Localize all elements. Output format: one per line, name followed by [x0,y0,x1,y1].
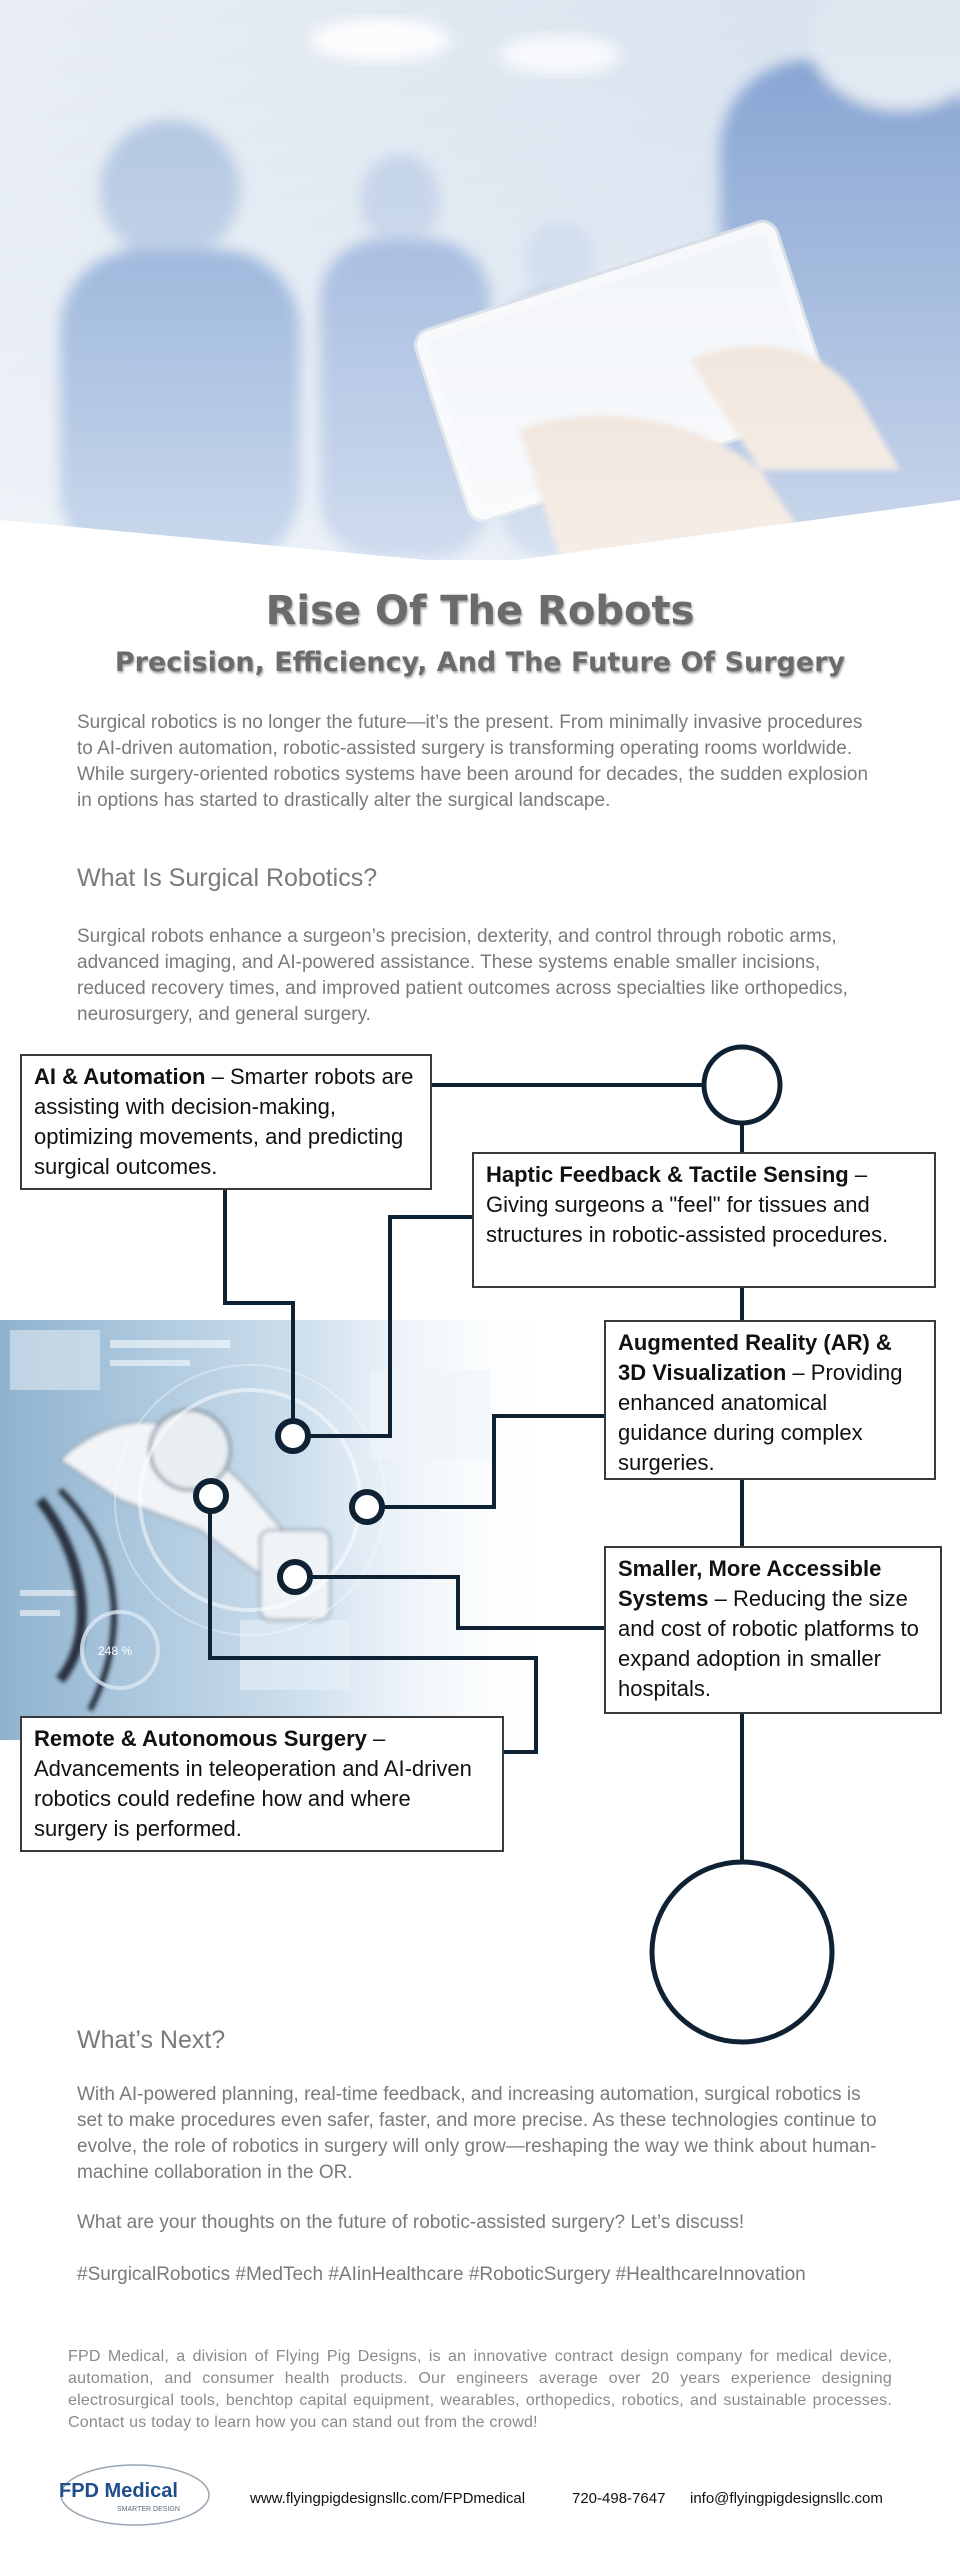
box-text: – Giving surgeons a "feel" for tissues a… [486,1162,889,1247]
bottom-circle [649,1859,835,2045]
robot-image [0,1320,560,1740]
box-title: Smaller, More Accessible Systems [618,1556,882,1611]
logo-text: FPD Medical [59,2480,178,2502]
whats-next-heading: What’s Next? [77,2026,226,2054]
box-title: Remote & Autonomous Surgery [34,1726,367,1751]
logo-tagline: SMARTER DESIGN [117,2506,180,2513]
gauge-label: 248 % [98,1644,132,1658]
hero-photo [0,0,960,560]
infographic-diagram: 248 % [0,1044,835,2045]
whats-next-paragraph: With AI-powered planning, real-time feed… [77,2084,877,2183]
box-text: – Reducing the size and cost of robotic … [618,1586,919,1701]
box-remote-surgery: Remote & Autonomous Surgery – Advancemen… [20,1716,504,1852]
box-title: Augmented Reality (AR) & 3D Visualizatio… [618,1330,892,1385]
top-circle [701,1044,783,1126]
phone-number[interactable]: 720-498-7647 [572,2490,666,2507]
fpd-medical-logo: FPD Medical SMARTER DESIGN [55,2455,215,2535]
website-link[interactable]: www.flyingpigdesignsllc.com/FPDmedical [250,2490,526,2507]
page-title: Rise Of The Robots [265,588,695,634]
intro-paragraph: Surgical robotics is no longer the futur… [77,712,869,811]
box-smaller-systems: Smaller, More Accessible Systems – Reduc… [604,1546,942,1714]
box-text: – Smarter robots are assisting with deci… [34,1064,414,1179]
box-text: – Advancements in teleoperation and AI-d… [34,1726,472,1841]
discussion-question: What are your thoughts on the future of … [77,2212,745,2233]
hero-illustration [0,0,960,560]
email-link[interactable]: info@flyingpigdesignsllc.com [690,2490,883,2507]
box-title: AI & Automation [34,1064,206,1089]
box-title: Haptic Feedback & Tactile Sensing [486,1162,849,1187]
box-text: – Providing enhanced anatomical guidance… [618,1360,903,1475]
company-description: FPD Medical, a division of Flying Pig De… [68,2348,892,2431]
box-ai-automation: AI & Automation – Smarter robots are ass… [20,1054,432,1190]
box-augmented-reality: Augmented Reality (AR) & 3D Visualizatio… [604,1320,936,1480]
page-subtitle: Precision, Efficiency, And The Future Of… [114,647,846,678]
hashtags: #SurgicalRobotics #MedTech #AIinHealthca… [77,2264,806,2285]
box-haptic-feedback: Haptic Feedback & Tactile Sensing – Givi… [472,1152,936,1288]
what-is-heading: What Is Surgical Robotics? [77,864,378,892]
what-is-paragraph: Surgical robots enhance a surgeon’s prec… [77,926,848,1025]
